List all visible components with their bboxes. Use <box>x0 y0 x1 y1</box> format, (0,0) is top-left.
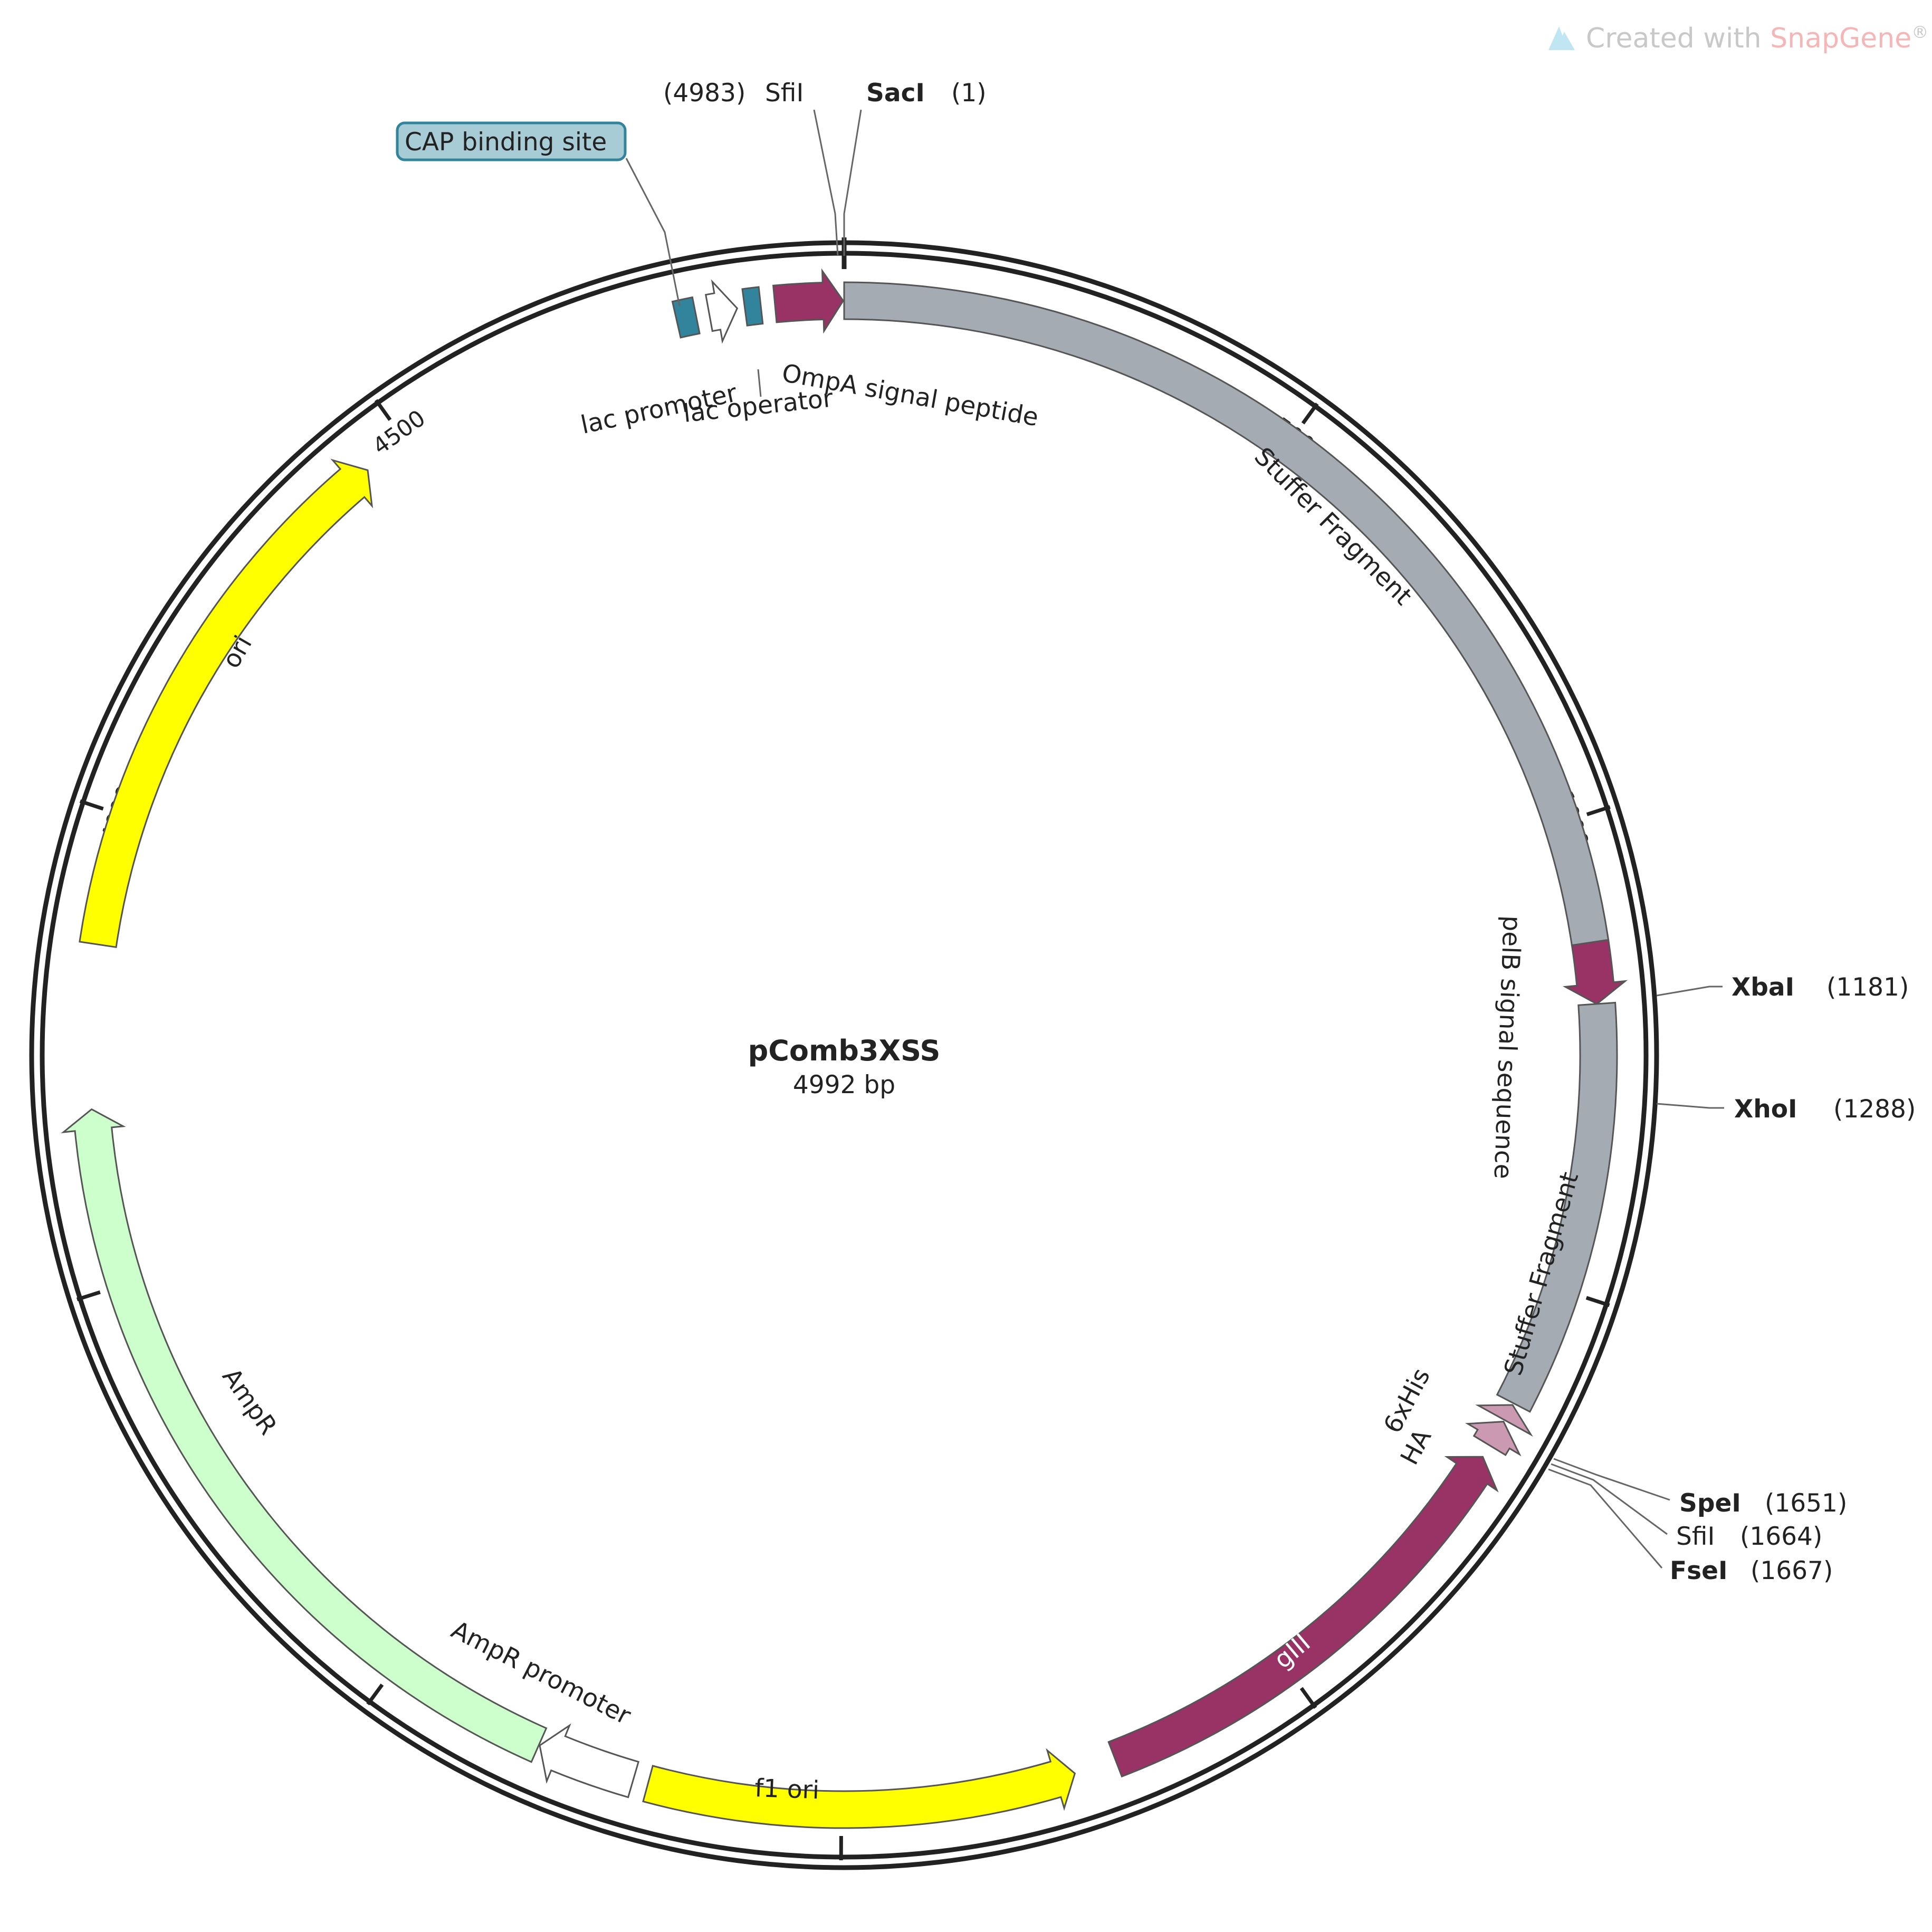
leader-spei <box>1553 1458 1670 1501</box>
tick-label-4500: 4500 <box>368 405 431 460</box>
label-ampr: AmpR <box>216 1363 283 1440</box>
leader-lac-operator <box>757 369 762 397</box>
tick-1000 <box>1586 805 1611 817</box>
leader-xbai <box>1656 986 1723 997</box>
site-spei-position: (1651) <box>1765 1489 1847 1518</box>
tick-500 <box>1301 403 1319 425</box>
site-fsei-name: FseI <box>1670 1556 1727 1585</box>
watermark-brand: SnapGene <box>1770 23 1911 54</box>
label-6xhis: 6xHis <box>1378 1363 1436 1438</box>
feature-lac-promoter <box>704 279 739 344</box>
feature-ha <box>1465 1421 1522 1457</box>
leader-sfii-top <box>813 109 839 256</box>
watermark-suffix: ® <box>1911 22 1928 42</box>
site-xbai-position: (1181) <box>1826 973 1909 1002</box>
snapgene-logo-icon <box>1548 26 1575 50</box>
watermark-prefix: Created with <box>1586 23 1770 54</box>
feature-cap-binding-site <box>671 296 701 339</box>
feature-pelb-signal-sequence <box>1562 939 1628 1005</box>
site-saci-position: (1) <box>951 79 987 108</box>
site-xhoi-position: (1288) <box>1833 1095 1916 1124</box>
snapgene-watermark: Created with SnapGene® <box>1548 22 1928 54</box>
feature-ompa-signal-peptide <box>772 268 845 334</box>
tick-2000 <box>1299 1687 1317 1709</box>
site-sfii-top-name: SfiI <box>765 79 804 108</box>
label-pelb-signal-sequence: pelB signal sequence <box>1488 915 1526 1180</box>
site-xbai-name: XbaI <box>1732 973 1794 1002</box>
feature-lac-operator <box>741 286 764 327</box>
tick-1500 <box>1585 1296 1610 1307</box>
tick-3500 <box>76 1290 101 1302</box>
feature-6xhis <box>1475 1404 1533 1437</box>
feature-f1-ori <box>642 1748 1076 1829</box>
feature-ampr-promoter <box>539 1723 640 1799</box>
feature-ampr <box>61 1108 548 1763</box>
features <box>61 237 1628 1829</box>
site-saci-name: SacI <box>866 79 925 108</box>
tick-3000 <box>366 1684 384 1706</box>
tick-marks: 50010001500200025003000350040004500 <box>76 399 1611 1861</box>
site-fsei-position: (1667) <box>1751 1556 1833 1585</box>
label-f1-ori: f1 ori <box>754 1774 820 1805</box>
leader-saci <box>843 109 862 256</box>
leader-fsei <box>1548 1468 1663 1568</box>
site-xhoi-name: XhoI <box>1734 1095 1797 1124</box>
cap-binding-site-box <box>396 121 627 161</box>
label-cap-binding-site: CAP binding site <box>405 128 607 157</box>
leader-xhoi <box>1656 1103 1724 1109</box>
feature-stuffer-fragment <box>843 281 1610 946</box>
plasmid-size: 4992 bp <box>793 1070 895 1099</box>
tick-4500 <box>374 399 392 421</box>
svg-text:Created with SnapGene®: Created with SnapGene® <box>1586 22 1928 54</box>
feature-giii <box>1107 1456 1499 1778</box>
plasmid-name: pComb3XSS <box>748 1034 941 1067</box>
site-spei-name: SpeI <box>1679 1489 1741 1518</box>
site-sfii-bottom-name: SfiI <box>1676 1522 1715 1551</box>
leader-cap-binding-site <box>625 158 681 307</box>
site-sfii-top-position: (4983) <box>663 79 745 108</box>
feature-stuffer-fragment-2 <box>1496 1001 1618 1413</box>
restriction-sites: (4983) SfiI SacI (1) XbaI (1181) XhoI (1… <box>663 79 1916 1585</box>
leader-sfii-bottom <box>1551 1463 1668 1535</box>
tick-4000 <box>79 799 104 811</box>
site-sfii-bottom-position: (1664) <box>1740 1522 1822 1551</box>
feature-ori <box>79 458 374 949</box>
